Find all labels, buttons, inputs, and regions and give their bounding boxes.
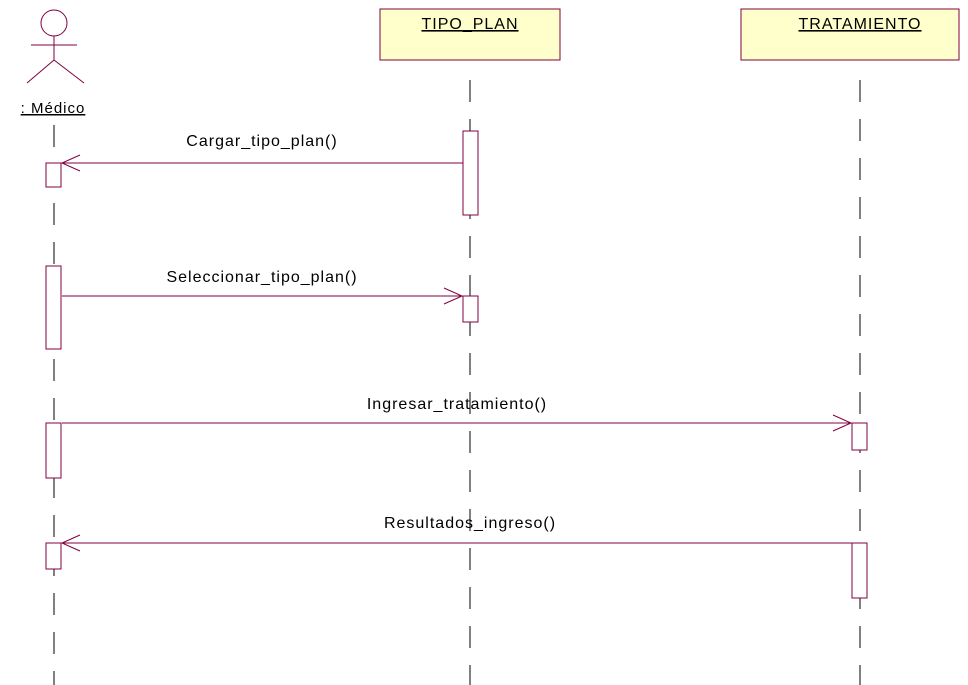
actor-label: : Médico xyxy=(21,100,86,117)
activation-box xyxy=(45,162,62,188)
message-ingresar-tratamiento[interactable] xyxy=(62,414,853,432)
message-label: Seleccionar_tipo_plan() xyxy=(166,269,357,286)
message-label: Ingresar_tratamiento() xyxy=(367,396,547,413)
object-tipo-plan[interactable]: TIPO_PLAN xyxy=(379,8,561,61)
activation-box xyxy=(851,422,868,451)
arrowhead-icon xyxy=(832,414,853,432)
activation-box xyxy=(45,422,62,479)
actor-figure[interactable] xyxy=(26,9,85,84)
activation-box xyxy=(462,295,479,323)
activation-box xyxy=(851,542,868,599)
object-tipo-plan-label: TIPO_PLAN xyxy=(421,16,518,33)
message-cargar-tipo-plan[interactable] xyxy=(60,154,463,172)
arrowhead-icon xyxy=(60,534,81,552)
object-tratamiento-label: TRATAMIENTO xyxy=(799,16,922,33)
arrowhead-icon xyxy=(443,287,464,305)
message-label: Cargar_tipo_plan() xyxy=(186,133,337,150)
message-resultados-ingreso[interactable] xyxy=(60,534,852,552)
activation-box xyxy=(462,130,479,216)
object-tratamiento[interactable]: TRATAMIENTO xyxy=(740,8,960,61)
activation-box xyxy=(45,265,62,350)
arrowhead-icon xyxy=(60,154,81,172)
activation-box xyxy=(45,542,62,570)
message-label: Resultados_ingreso() xyxy=(384,515,556,532)
actor-head-icon xyxy=(40,9,68,37)
message-seleccionar-tipo-plan[interactable] xyxy=(62,287,464,305)
